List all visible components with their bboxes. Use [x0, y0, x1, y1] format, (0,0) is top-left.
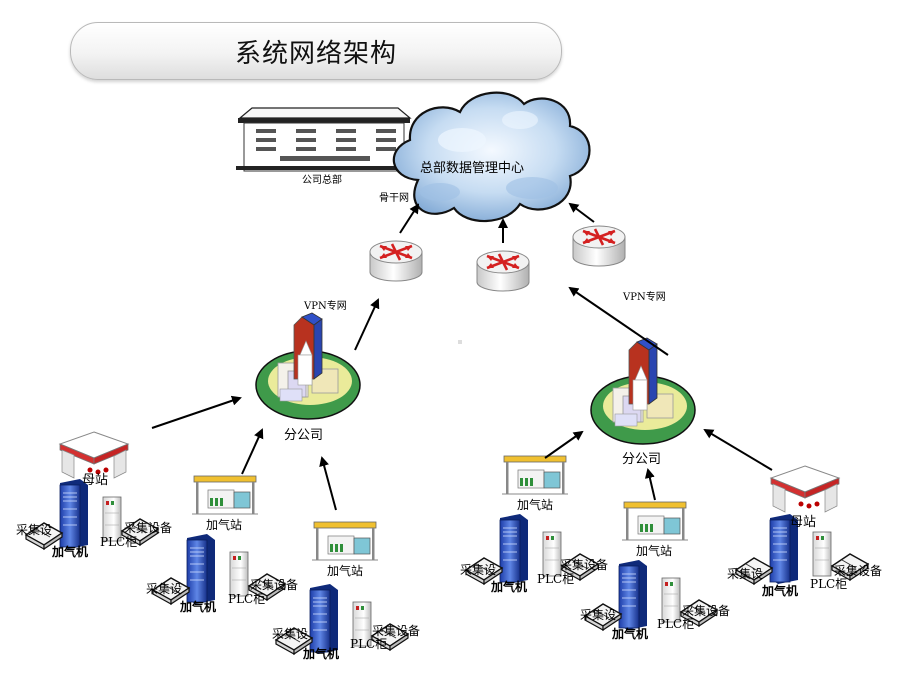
plc-label: PLC柜	[537, 572, 575, 586]
gas-station-label: 加气站	[517, 498, 554, 512]
branch-office-left-icon	[255, 312, 361, 420]
dispenser-label: 加气机	[52, 545, 89, 559]
gas-station-label: 加气站	[206, 518, 243, 532]
mother-station-label-right: 母站	[790, 515, 817, 530]
collector-label: 采集设备	[682, 604, 731, 618]
collector-label: 采集设	[146, 582, 183, 596]
dispenser-label: 加气机	[180, 600, 217, 614]
page-title: 系统网络架构	[234, 39, 397, 69]
plc-label: PLC柜	[810, 577, 848, 591]
collector-label: 采集设	[727, 567, 764, 581]
router-left-icon	[368, 239, 424, 283]
branch-label-left: 分公司	[284, 428, 324, 443]
dispenser-label: 加气机	[491, 580, 528, 594]
dispenser-label: 加气机	[303, 647, 340, 661]
gas-station-1-icon	[191, 475, 259, 515]
gas-station-label: 加气站	[327, 564, 364, 578]
gas-station-2-icon	[311, 521, 379, 561]
connection-arrows	[151, 202, 773, 511]
plc-label: PLC柜	[100, 535, 138, 549]
hq-building	[236, 107, 412, 172]
plc-label: PLC柜	[657, 617, 695, 631]
vpn-label-right: VPN专网	[623, 292, 666, 303]
collector-label: 采集设	[272, 627, 309, 641]
dispenser-label: 加气机	[612, 627, 649, 641]
branch-label-right: 分公司	[622, 452, 662, 467]
router-right-icon	[571, 224, 627, 268]
collector-label: 采集设	[460, 563, 497, 577]
mother-station-right-icon	[770, 465, 840, 513]
vpn-label-left: VPN专网	[304, 301, 347, 312]
collector-label: 采集设备	[834, 564, 883, 578]
collector-label: 采集设	[580, 608, 617, 622]
equipment-cluster-mother-left	[26, 479, 158, 549]
mother-station-label-left: 母站	[82, 473, 109, 488]
title-box: 系统网络架构	[70, 22, 562, 80]
collector-label: 采集设备	[372, 624, 421, 638]
gas-station-3-icon	[501, 455, 569, 495]
gas-station-4-icon	[621, 501, 689, 541]
gas-station-label: 加气站	[636, 544, 673, 558]
hq-label: 公司总部	[302, 175, 342, 186]
equipment-cluster-station-2	[276, 584, 408, 654]
data-center-cloud	[392, 91, 591, 223]
collector-label: 采集设备	[560, 558, 609, 572]
collector-label: 采集设	[16, 523, 53, 537]
dispenser-label: 加气机	[762, 584, 799, 598]
collector-label: 采集设备	[124, 521, 173, 535]
plc-label: PLC柜	[350, 637, 388, 651]
collector-label: 采集设备	[250, 578, 299, 592]
router-center-icon	[475, 249, 531, 293]
mother-station-left-icon	[59, 431, 129, 479]
branch-office-right-icon	[590, 337, 696, 445]
data-center-label: 总部数据管理中心	[420, 161, 525, 176]
plc-label: PLC柜	[228, 592, 266, 606]
backbone-label: 骨干网	[379, 193, 409, 204]
